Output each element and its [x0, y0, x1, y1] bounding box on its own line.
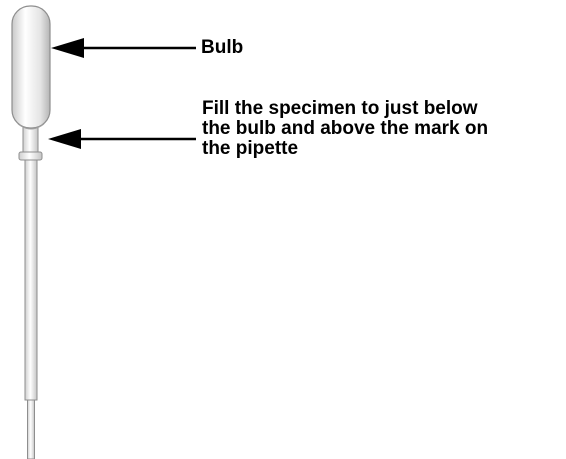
fill-instruction-label: Fill the specimen to just below the bulb…	[202, 99, 562, 159]
fill-mark-arrow	[48, 129, 196, 149]
bulb-label: Bulb	[201, 37, 244, 58]
fill-instruction-line-1: Fill the specimen to just below	[202, 98, 478, 119]
fill-instruction-line-3: the pipette	[202, 138, 299, 159]
pipette-fill-mark	[18, 151, 43, 161]
bulb-arrow	[51, 38, 196, 58]
pipette-bulb-shoulder	[17, 123, 45, 130]
pipette-tip	[27, 399, 35, 459]
pipette-icon	[11, 5, 51, 459]
pipette-stem	[24, 159, 38, 401]
fill-instruction-line-2: the bulb and above the mark on	[202, 118, 489, 139]
pipette-bulb	[11, 5, 51, 129]
